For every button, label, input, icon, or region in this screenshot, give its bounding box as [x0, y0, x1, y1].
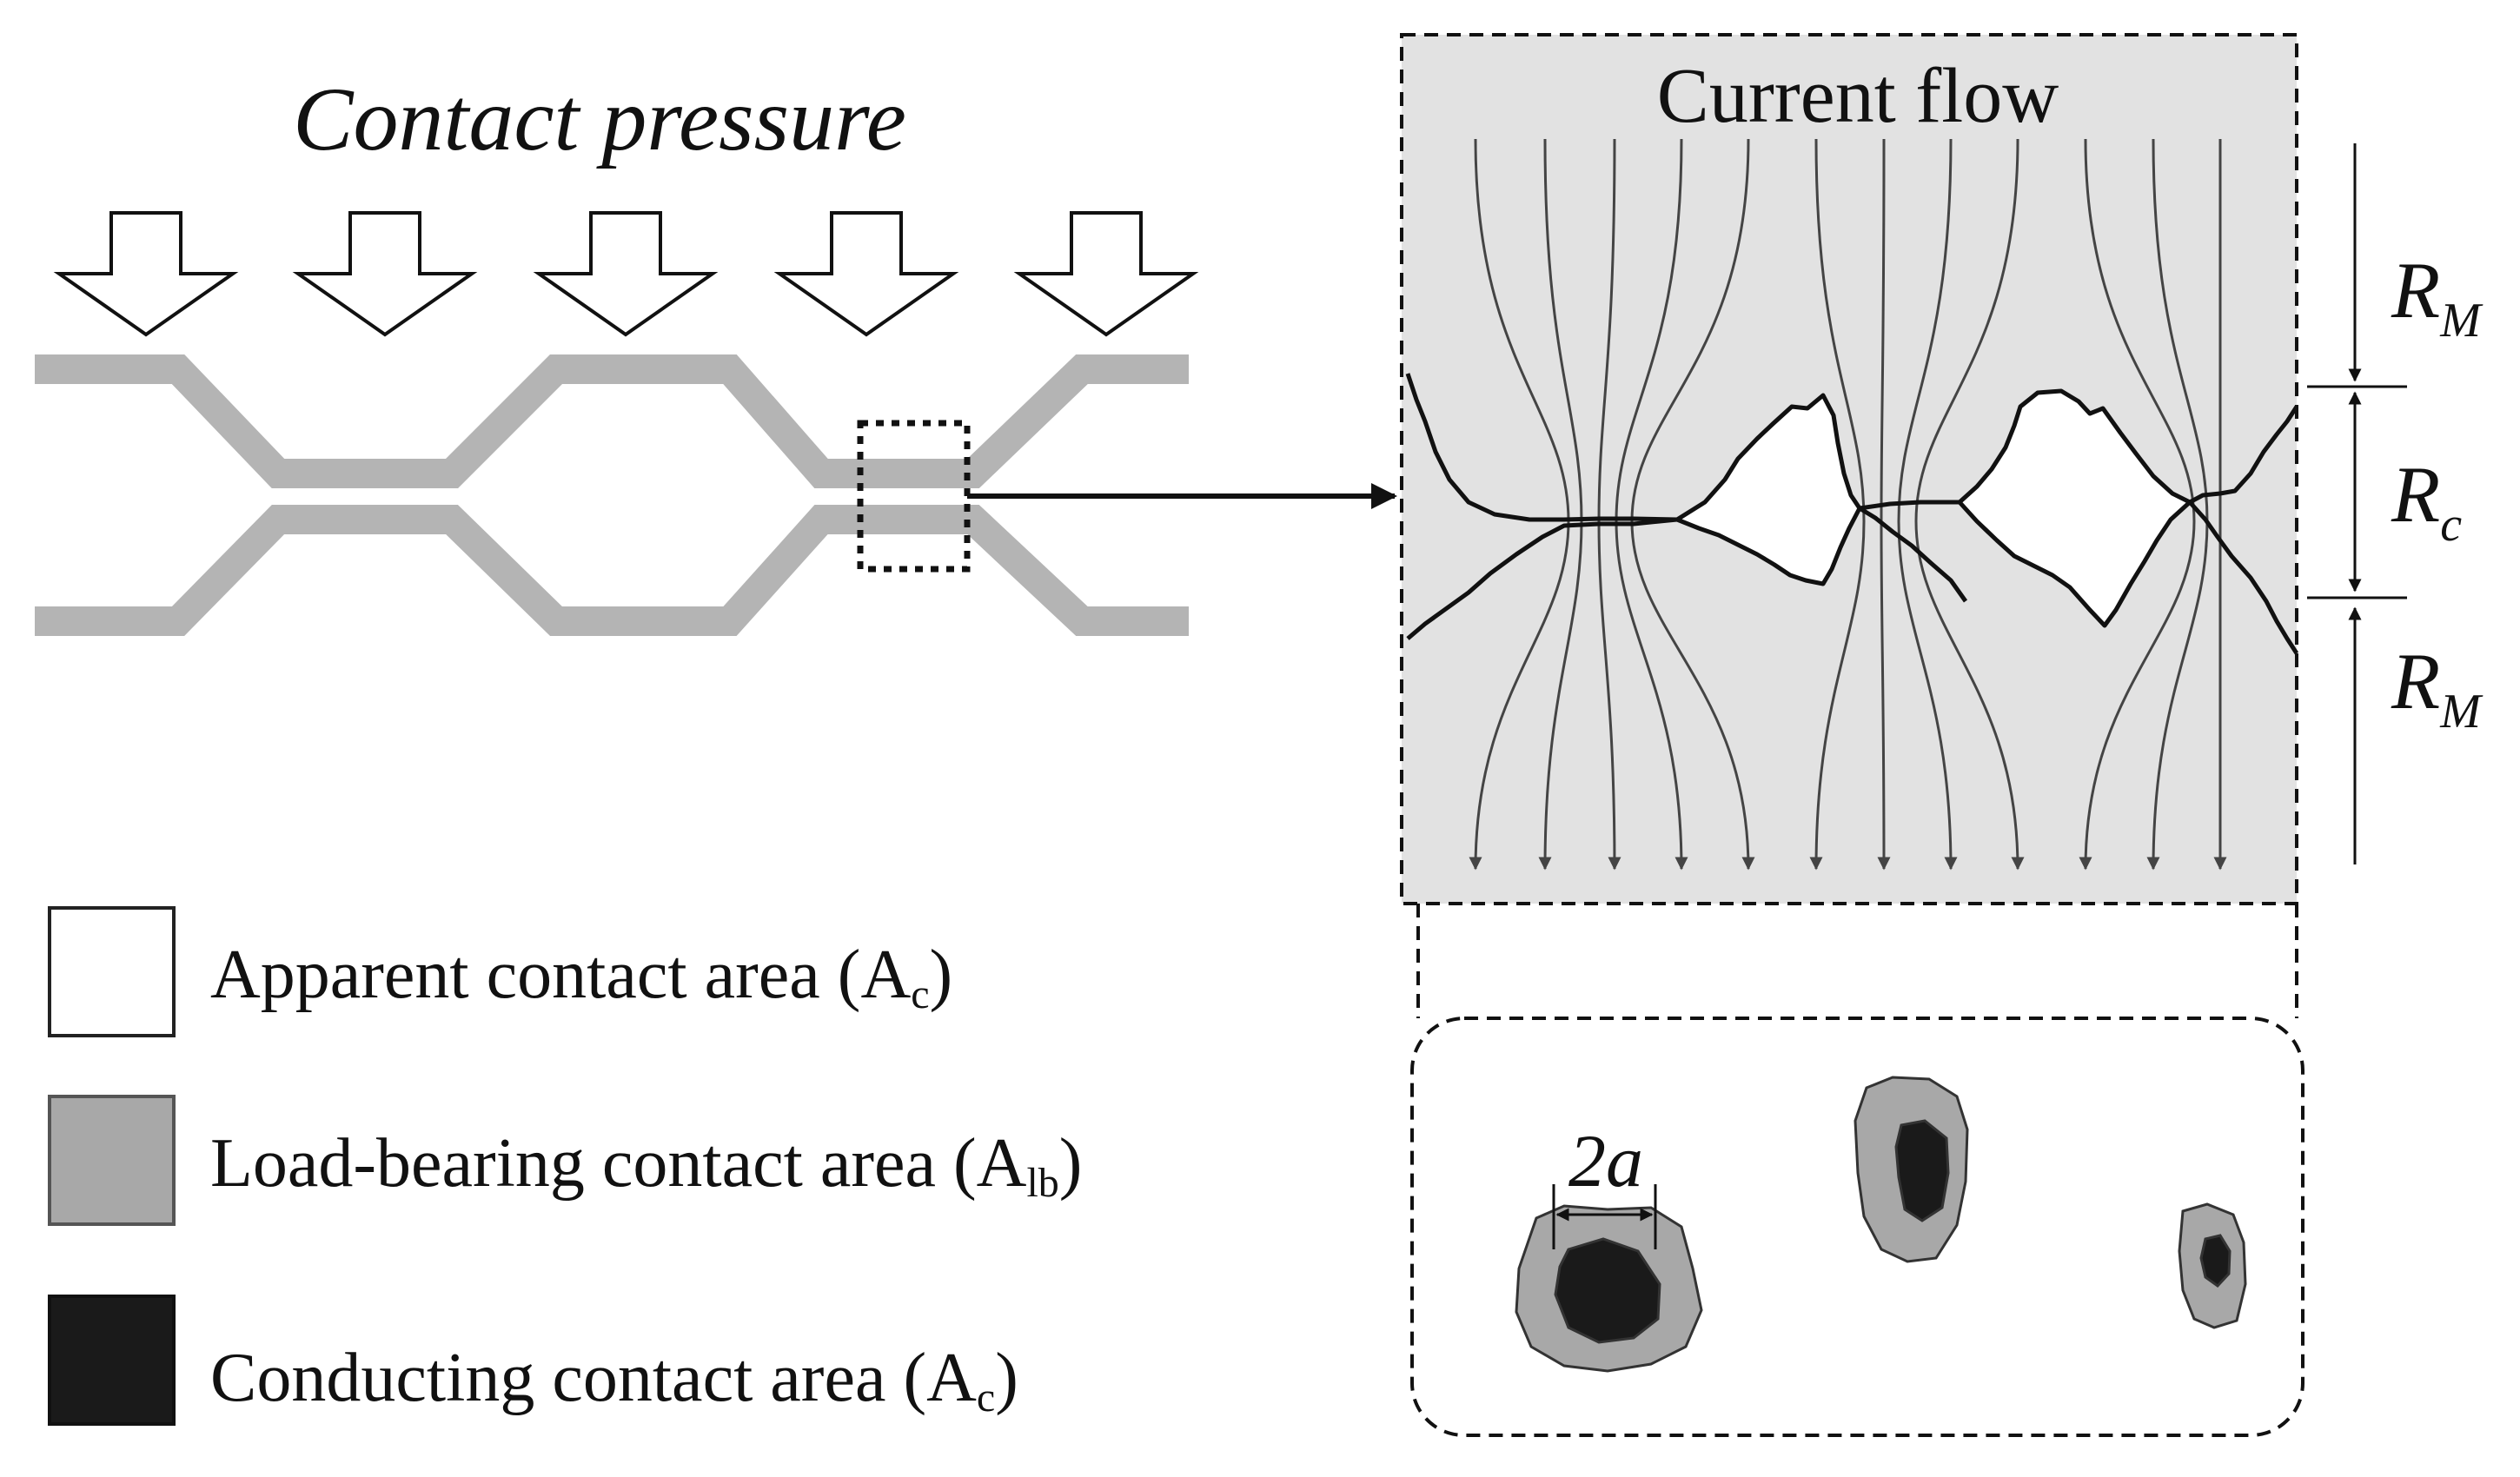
- lower-surface-band: [35, 505, 1189, 636]
- pressure-arrow-1: [53, 211, 239, 337]
- upper-interface-edge: [1405, 373, 2299, 522]
- pressure-arrows: [53, 211, 1199, 337]
- pressure-arrow-3: [533, 211, 719, 337]
- legend: Apparent contact area (Ac) Load-bearing …: [48, 906, 1082, 1426]
- surface-bands: [35, 354, 1189, 636]
- legend-label-conducting: Conducting contact area (Ac): [210, 1340, 1018, 1421]
- upper-surface-band: [35, 354, 1189, 488]
- rough-interface: [1405, 373, 2299, 655]
- diagram-title: Contact pressure: [293, 70, 906, 169]
- flow-line: [1809, 138, 1866, 871]
- legend-label-load-bearing: Load-bearing contact area (Alb): [210, 1125, 1082, 1206]
- legend-swatch-apparent: [48, 906, 176, 1037]
- conducting-spot-large: [1554, 1237, 1661, 1344]
- flow-line: [1897, 138, 1958, 871]
- legend-swatch-load-bearing: [48, 1095, 176, 1226]
- r-c-label: Rc: [2391, 450, 2462, 552]
- flow-line: [1914, 138, 2025, 871]
- pressure-arrow-5: [1013, 211, 1199, 337]
- r-m-top-label: RM: [2391, 246, 2484, 348]
- pressure-arrow-4: [773, 211, 959, 337]
- legend-label-apparent: Apparent contact area (Ac): [210, 937, 952, 1017]
- flow-line: [1630, 138, 1755, 871]
- legend-swatch-conducting: [48, 1295, 176, 1426]
- current-flow-panel: [1400, 33, 2298, 905]
- spot-size-label: 2a: [1568, 1119, 1643, 1202]
- current-flow-label: Current flow: [1657, 53, 2059, 139]
- conducting-spot-small: [2199, 1234, 2232, 1288]
- resistance-dimension-lines: [2307, 143, 2407, 864]
- r-m-bottom-label: RM: [2391, 637, 2484, 738]
- zoom-region-box: [857, 420, 971, 573]
- conducting-spot-medium: [1894, 1119, 1950, 1222]
- interface-gap-2: [1957, 388, 2192, 628]
- flow-line: [2079, 138, 2196, 871]
- interface-gap-1: [1674, 393, 1862, 586]
- lower-interface-edge: [1406, 500, 2299, 655]
- flow-line: [1615, 138, 1688, 871]
- pressure-arrow-2: [292, 211, 478, 337]
- flow-line: [1597, 138, 1621, 871]
- spot-size-dimension: [1552, 1184, 1657, 1249]
